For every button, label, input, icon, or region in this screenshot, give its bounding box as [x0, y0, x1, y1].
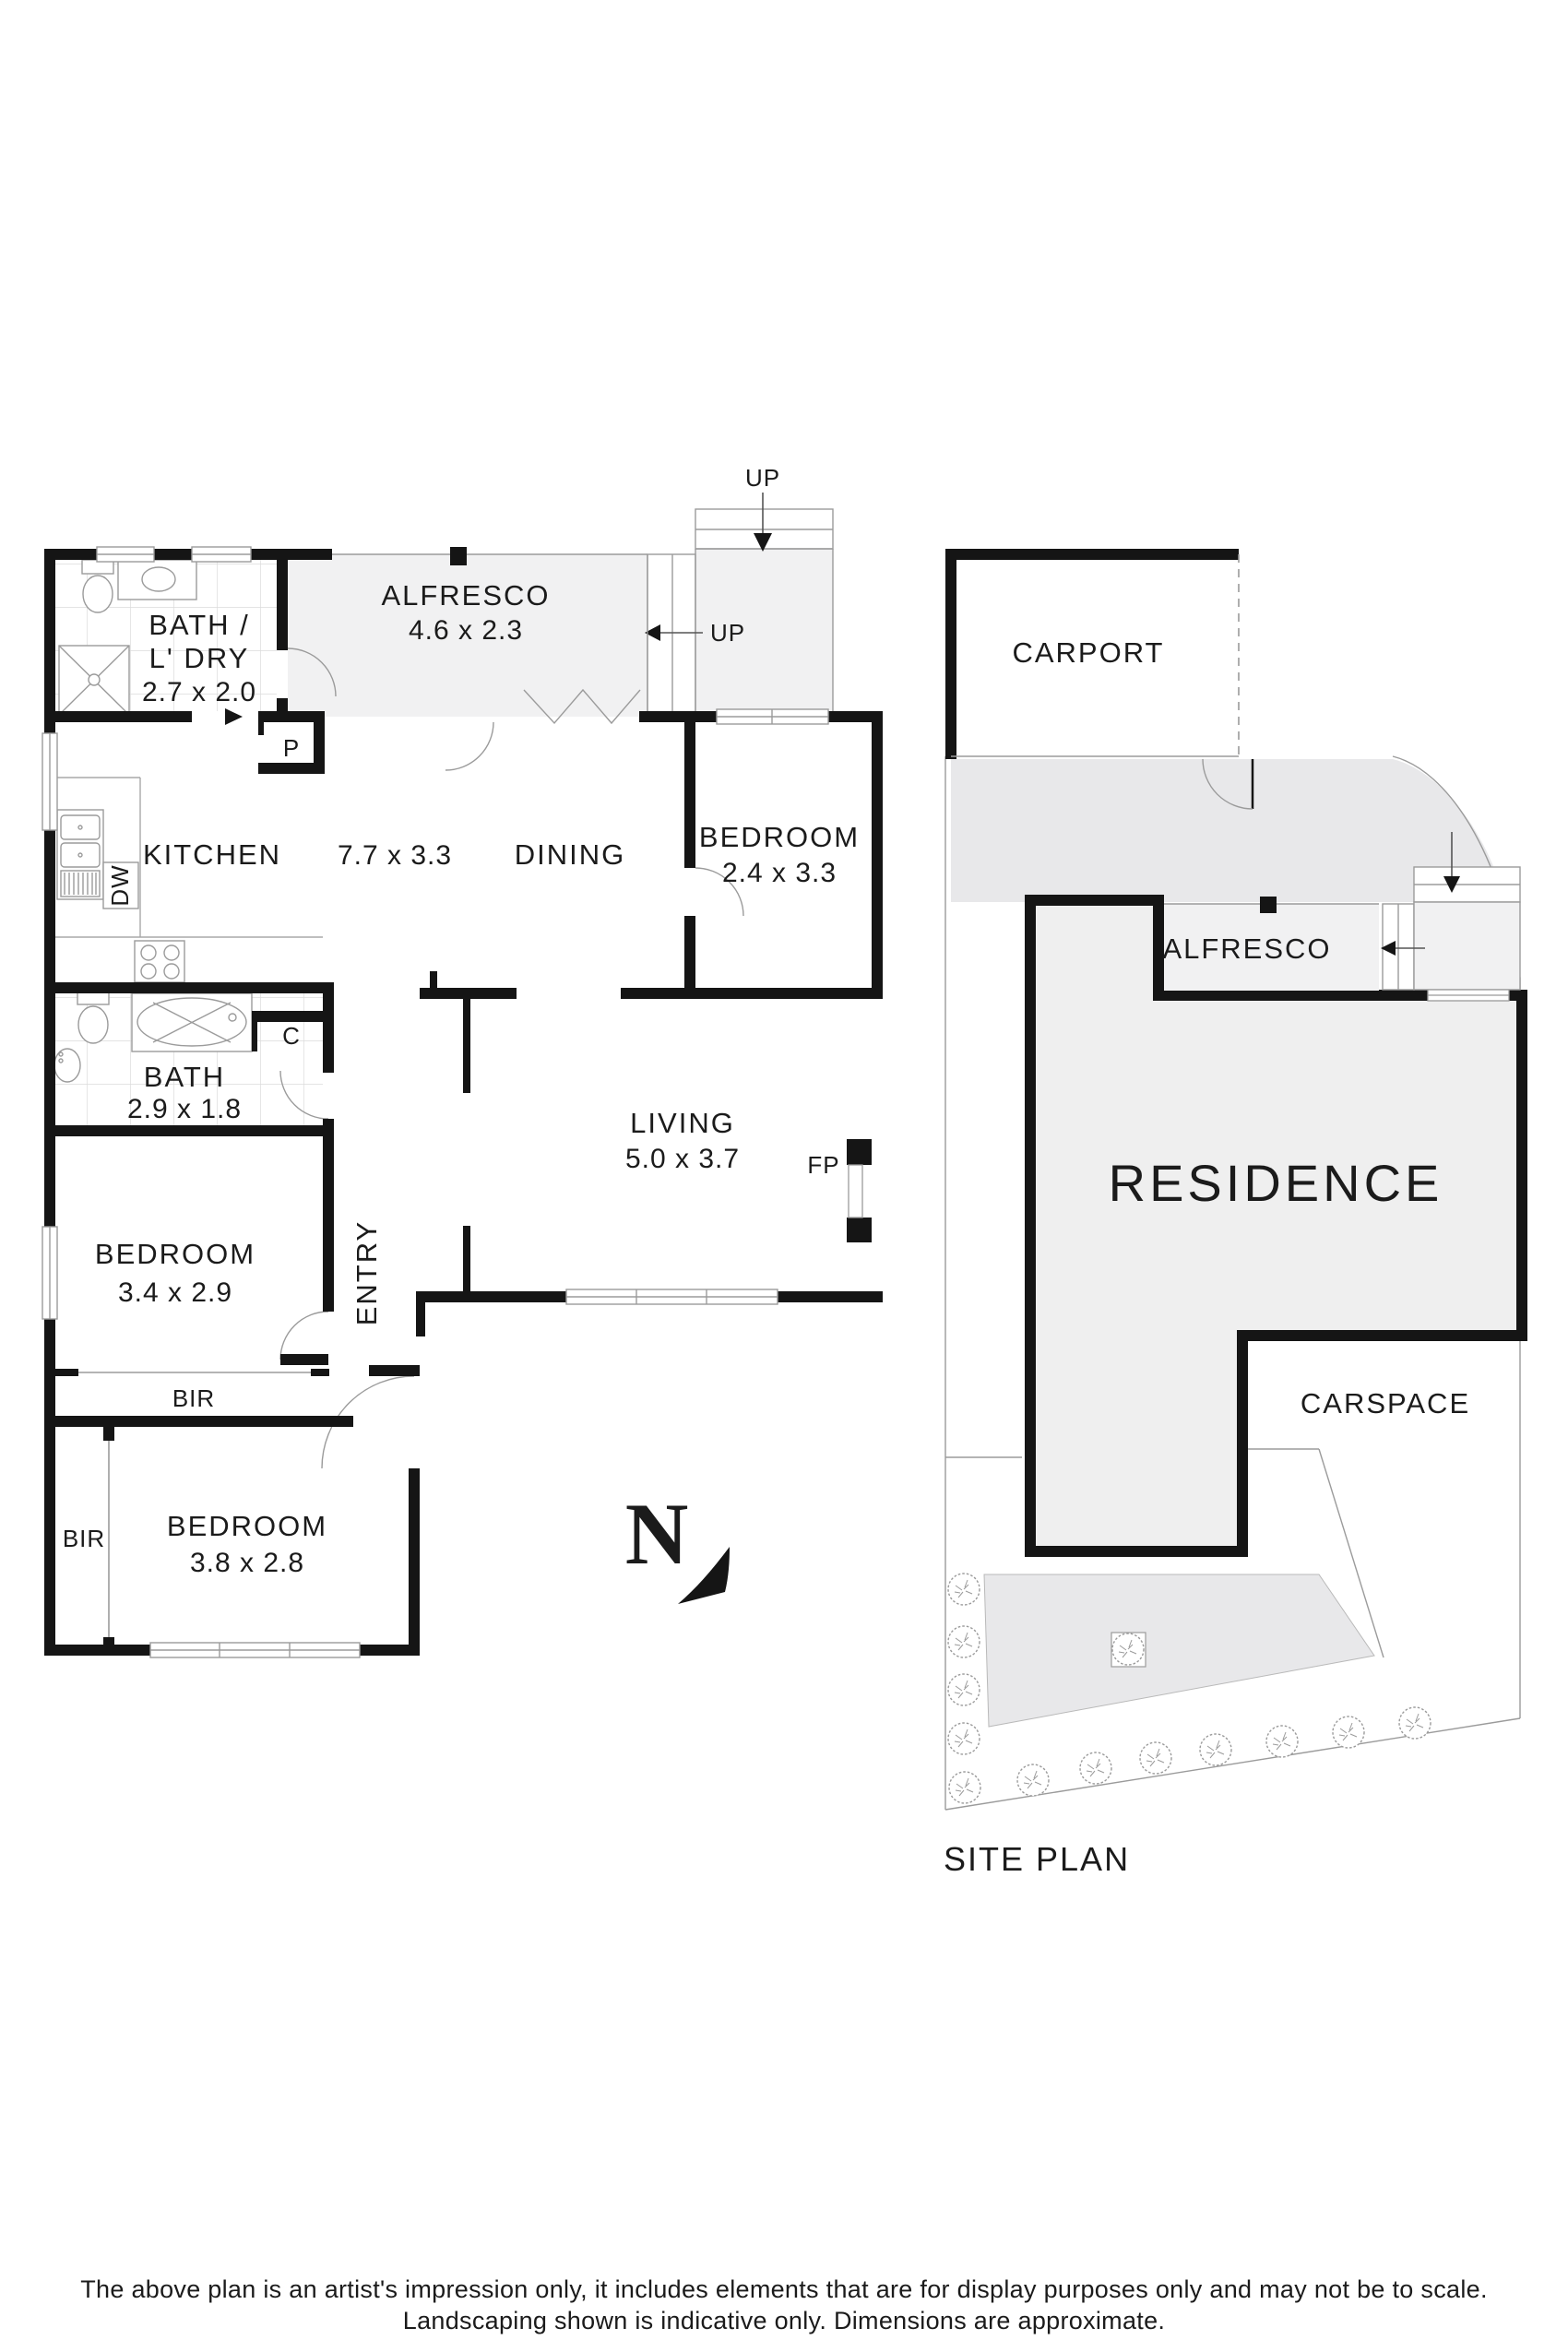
residence-label: RESIDENCE: [1109, 1154, 1443, 1212]
tree-icon: [1265, 1725, 1299, 1758]
tree-icon: [947, 1673, 980, 1706]
break-line-icon: [523, 688, 641, 725]
tree-icon: [948, 1771, 981, 1804]
bath-laundry-dims: 2.7 x 2.0: [142, 677, 256, 707]
walls: [44, 547, 883, 1656]
stairs-up-arrows: [645, 493, 772, 641]
kitchen-fixtures: [56, 809, 185, 983]
site-plan-title: SITE PLAN: [944, 1840, 1130, 1878]
sink-drainer: [60, 870, 101, 897]
carspace-label: CARSPACE: [1301, 1387, 1470, 1420]
site-alfresco-area: [1164, 904, 1379, 991]
window: [42, 732, 58, 831]
toilet-tank-2: [77, 991, 110, 1005]
living-label: LIVING: [630, 1107, 735, 1139]
site-alfresco-label: ALFRESCO: [1162, 932, 1331, 965]
tree-icon: [1332, 1716, 1365, 1749]
bath-label: BATH: [144, 1061, 225, 1093]
bath-laundry-label: BATH /: [148, 609, 250, 641]
residence-outline: [1025, 895, 1527, 1557]
windows: [42, 546, 829, 1658]
disclaimer-line-2: Landscaping shown is indicative only. Di…: [403, 2307, 1165, 2334]
bedroom2-dims: 3.4 x 2.9: [118, 1277, 232, 1308]
window: [149, 1642, 361, 1658]
fireplace: [847, 1139, 872, 1165]
bedroom2-label: BEDROOM: [95, 1238, 255, 1270]
site-arrows: [1381, 832, 1460, 956]
tree-icon: [1016, 1764, 1050, 1797]
dishwasher: [102, 861, 139, 909]
site-left-arrow-icon: [1381, 941, 1396, 956]
living-dims: 5.0 x 3.7: [625, 1144, 740, 1174]
door-arrow-icon: [225, 708, 243, 725]
site-alfresco-post: [1260, 897, 1277, 913]
window: [96, 546, 155, 563]
alfresco-area: [288, 554, 647, 717]
alfresco-boundary: [332, 553, 648, 725]
fireplace-label: FP: [807, 1151, 839, 1179]
closet-label: C: [282, 1022, 301, 1050]
tree-icon: [1139, 1741, 1172, 1775]
floor-plan: BATH / L' DRY 2.7 x 2.0 ALFRESCO 4.6 x 2…: [42, 464, 883, 1658]
north-arrow-icon: [678, 1547, 730, 1604]
kitchen-dining-dims: 7.7 x 3.3: [338, 840, 452, 871]
basin-icon-2: [53, 1048, 81, 1083]
bedroom1-dims: 2.4 x 3.3: [722, 858, 837, 888]
tree-icon: [1079, 1752, 1112, 1785]
bedroom1-label: BEDROOM: [699, 821, 860, 853]
bir-label-2: BIR: [63, 1525, 105, 1552]
basin-icon: [141, 566, 176, 592]
site-stair-window: [1427, 989, 1510, 1002]
window: [42, 1226, 58, 1320]
alfresco-dims: 4.6 x 2.3: [409, 615, 523, 646]
alfresco-label: ALFRESCO: [381, 579, 550, 612]
north-compass: N: [625, 1485, 730, 1604]
window: [565, 1289, 778, 1305]
site-plan: CARPORT ALFRESCO RESIDENCE CARSPACE SITE…: [944, 549, 1527, 1878]
bath-laundry-fixtures: [58, 559, 197, 716]
tree-icon: [1199, 1733, 1232, 1766]
dishwasher-label: DW: [106, 864, 134, 906]
gate: [1202, 758, 1254, 810]
tree-icon: [1111, 1633, 1145, 1666]
tree-icon: [947, 1722, 980, 1755]
bath-fixtures: [53, 991, 253, 1083]
up-label-top: UP: [745, 464, 780, 492]
carport: [945, 549, 1240, 759]
left-arrow-icon: [645, 624, 660, 641]
site-down-arrow-icon: [1443, 876, 1460, 893]
toilet-icon-2: [77, 1005, 109, 1044]
down-arrow-icon: [754, 533, 772, 552]
north-label: N: [625, 1485, 689, 1583]
stair-landing-area: [695, 549, 833, 712]
up-label-side: UP: [710, 619, 745, 647]
bir-label: BIR: [172, 1384, 215, 1412]
dining-label: DINING: [515, 838, 626, 871]
garden-area: [983, 1574, 1375, 1728]
tree-icon: [1398, 1706, 1431, 1740]
toilet-icon: [82, 575, 113, 613]
tree-icon: [947, 1625, 980, 1658]
door-arcs: [279, 647, 744, 1469]
bath-laundry-label-2: L' DRY: [149, 642, 250, 674]
entry-label: ENTRY: [350, 1220, 383, 1326]
kitchen-bench: [55, 777, 323, 938]
firebox: [848, 1164, 863, 1218]
driveway-area: [951, 759, 1505, 902]
window: [716, 708, 829, 725]
disclaimer: The above plan is an artist's impression…: [80, 2275, 1488, 2334]
carport-label: CARPORT: [1012, 636, 1164, 669]
bedroom3-label: BEDROOM: [167, 1510, 327, 1542]
pantry-label: P: [283, 734, 300, 762]
tree-icon: [947, 1573, 980, 1606]
bath-dims: 2.9 x 1.8: [127, 1094, 242, 1124]
disclaimer-line-1: The above plan is an artist's impression…: [80, 2275, 1488, 2303]
kitchen-label: KITCHEN: [143, 838, 281, 871]
window: [191, 546, 252, 563]
bedroom3-dims: 3.8 x 2.8: [190, 1548, 304, 1578]
